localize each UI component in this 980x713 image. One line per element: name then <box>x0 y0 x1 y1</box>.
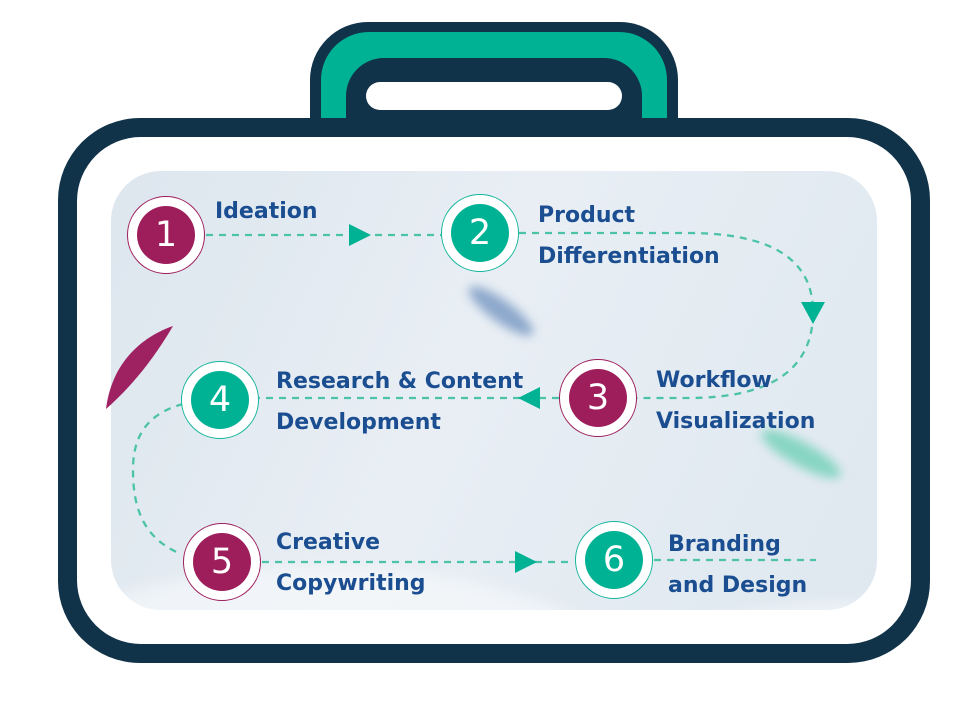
arrow-left-icon <box>518 387 540 409</box>
arrow-down-icon <box>801 302 825 324</box>
step-1-circle: 1 <box>127 196 205 274</box>
step-4-label: Research & Content Development <box>276 369 524 435</box>
suitcase-handle <box>310 22 678 122</box>
step-5-circle: 5 <box>183 523 261 601</box>
step-6-label: Branding and Design <box>668 532 808 598</box>
step-2-label: Product Differentiation <box>538 203 720 269</box>
step-5-number: 5 <box>210 541 234 582</box>
step-6-number: 6 <box>602 539 626 580</box>
step-1-label: Ideation <box>215 199 318 224</box>
arrow-right-icon <box>515 551 537 573</box>
suitcase-handle-teal-band <box>321 32 667 122</box>
step-2-circle-core: 2 <box>451 204 509 262</box>
step-3-label: Workflow Visualization <box>656 368 816 434</box>
step-4-number: 4 <box>208 379 232 420</box>
arrow-right-icon <box>349 224 371 246</box>
connector-2-3 <box>519 231 815 400</box>
suitcase-handle-inner-band <box>346 58 642 122</box>
step-2-circle: 2 <box>441 194 519 272</box>
step-3-circle: 3 <box>559 359 637 437</box>
connector-4-5 <box>131 402 184 556</box>
step-4-circle: 4 <box>181 361 259 439</box>
step-6-circle: 6 <box>575 521 653 599</box>
step-2-number: 2 <box>468 212 492 253</box>
suitcase-handle-grip-hole <box>366 82 622 110</box>
step-1-circle-core: 1 <box>137 206 195 264</box>
step-5-label: Creative Copywriting <box>276 530 426 596</box>
step-6-circle-core: 6 <box>585 531 643 589</box>
step-3-circle-core: 3 <box>569 369 627 427</box>
step-3-number: 3 <box>586 377 610 418</box>
step-4-circle-core: 4 <box>191 371 249 429</box>
step-5-circle-core: 5 <box>193 533 251 591</box>
step-1-number: 1 <box>154 214 178 255</box>
